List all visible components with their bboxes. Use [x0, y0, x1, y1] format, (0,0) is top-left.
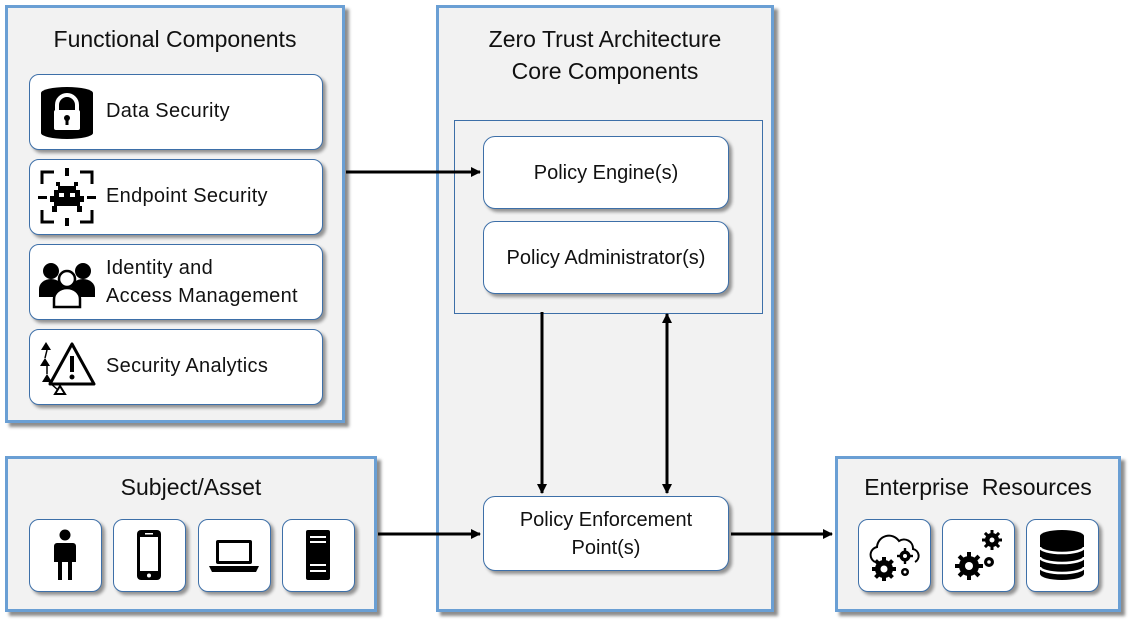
pep-label-line2: Point(s) [571, 536, 641, 559]
functional-components-panel: Functional Components Data Security [5, 5, 345, 423]
policy-administrator-box: Policy Administrator(s) [483, 221, 729, 294]
policy-engine-label: Policy Engine(s) [533, 161, 679, 184]
lock-icon [41, 87, 93, 139]
policy-enforcement-point-box: Policy Enforcement Point(s) [483, 496, 729, 571]
policy-administrator-label: Policy Administrator(s) [506, 246, 706, 269]
identity-access-label-line2: Access Management [106, 285, 298, 307]
person-tile [29, 519, 102, 592]
subject-asset-panel: Subject/Asset [5, 456, 377, 612]
gears-tile [942, 519, 1015, 592]
gears-icon [955, 530, 1002, 580]
endpoint-security-item: Endpoint Security [29, 159, 323, 235]
enterprise-resources-panel: Enterprise Resources [835, 456, 1121, 612]
database-tile [1026, 519, 1099, 592]
phone-icon [137, 530, 161, 580]
zta-title-line2: Core Components [511, 58, 699, 84]
data-security-item: Data Security [29, 74, 323, 150]
bug-target-icon [38, 168, 96, 226]
warning-analytics-icon [40, 342, 96, 395]
endpoint-security-label: Endpoint Security [106, 185, 268, 207]
identity-access-item: Identity and Access Management [29, 244, 323, 320]
functional-components-title: Functional Components [53, 26, 297, 52]
server-icon [306, 530, 330, 580]
pep-label-line1: Policy Enforcement [519, 508, 693, 531]
zta-title-line1: Zero Trust Architecture [488, 26, 722, 52]
identity-access-label-line1: Identity and [106, 257, 214, 279]
laptop-icon [209, 540, 259, 572]
users-icon [39, 263, 95, 309]
database-icon [1038, 530, 1086, 580]
phone-tile [113, 519, 186, 592]
laptop-tile [198, 519, 271, 592]
cloud-gears-tile [858, 519, 931, 592]
cloud-gears-icon [869, 534, 920, 581]
person-icon [54, 529, 76, 580]
enterprise-resources-title: Enterprise Resources [864, 474, 1092, 500]
security-analytics-label: Security Analytics [106, 355, 269, 377]
security-analytics-item: Security Analytics [29, 329, 323, 405]
policy-engine-box: Policy Engine(s) [483, 136, 729, 209]
data-security-label: Data Security [106, 100, 230, 122]
subject-asset-title: Subject/Asset [120, 474, 262, 500]
server-tile [282, 519, 355, 592]
